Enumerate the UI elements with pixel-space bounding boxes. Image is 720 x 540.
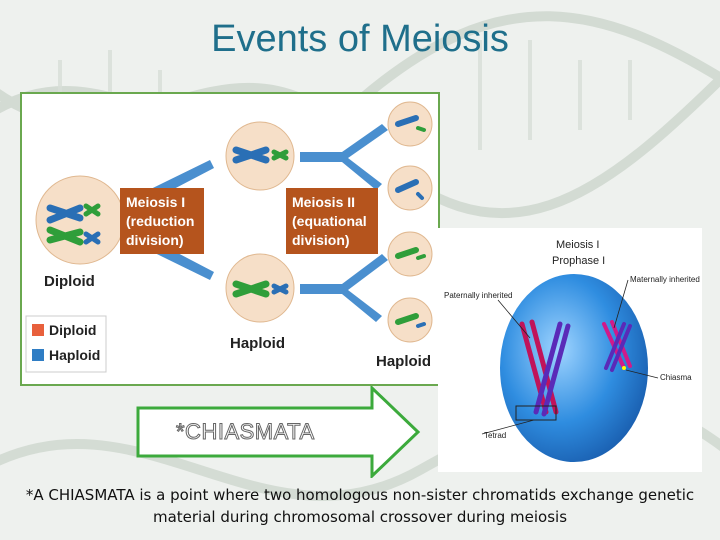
legend-swatch-diploid xyxy=(32,324,44,336)
legend-haploid-label: Haploid xyxy=(49,347,100,363)
diploid-label: Diploid xyxy=(44,273,95,290)
tetrad-label: Tetrad xyxy=(484,431,506,440)
prophase-diagram-panel: Meiosis I Prophase I Maternally inherite… xyxy=(438,228,702,472)
meiosis1-line-1: Meiosis I xyxy=(126,194,185,210)
slide-title: Events of Meiosis xyxy=(211,18,509,60)
meiosis2-box xyxy=(286,188,378,254)
haploid-mid-label: Haploid xyxy=(230,335,285,352)
legend-diploid-label: Diploid xyxy=(49,322,96,338)
prophase-diagram: Meiosis I Prophase I Maternally inherite… xyxy=(444,239,700,462)
prophase-title-1: Meiosis I xyxy=(556,239,599,251)
meiosis2-line-1: Meiosis II xyxy=(292,194,355,210)
meiosis-diagram: Meiosis I (reduction division) Meiosis I… xyxy=(25,101,433,373)
chiasmata-arrow xyxy=(136,386,421,478)
chiasmata-caption: *A CHIASMATA is a point where two homolo… xyxy=(25,486,695,526)
gamete-cell-1 xyxy=(387,101,433,147)
haploid-right-label: Haploid xyxy=(376,353,431,370)
meiosis2-line-3: division) xyxy=(292,232,350,248)
legend-swatch-haploid xyxy=(32,349,44,361)
chiasmata-label: *CHIASMATA xyxy=(176,419,315,445)
meiosis-diagram-panel: Meiosis I (reduction division) Meiosis I… xyxy=(20,92,440,386)
meiosis1-line-3: division) xyxy=(126,232,184,248)
gamete-cell-2 xyxy=(387,165,433,211)
meiosis2-line-2: (equational xyxy=(292,213,367,229)
paternally-inherited-label: Paternally inherited xyxy=(444,291,512,300)
meiosis1-box xyxy=(120,188,204,254)
chiasma-label: Chiasma xyxy=(660,373,692,382)
maternally-inherited-label: Maternally inherited xyxy=(630,275,700,284)
meiosis1-line-2: (reduction xyxy=(126,213,194,229)
prophase-title-2: Prophase I xyxy=(552,255,605,267)
chiasma-point xyxy=(622,366,626,370)
